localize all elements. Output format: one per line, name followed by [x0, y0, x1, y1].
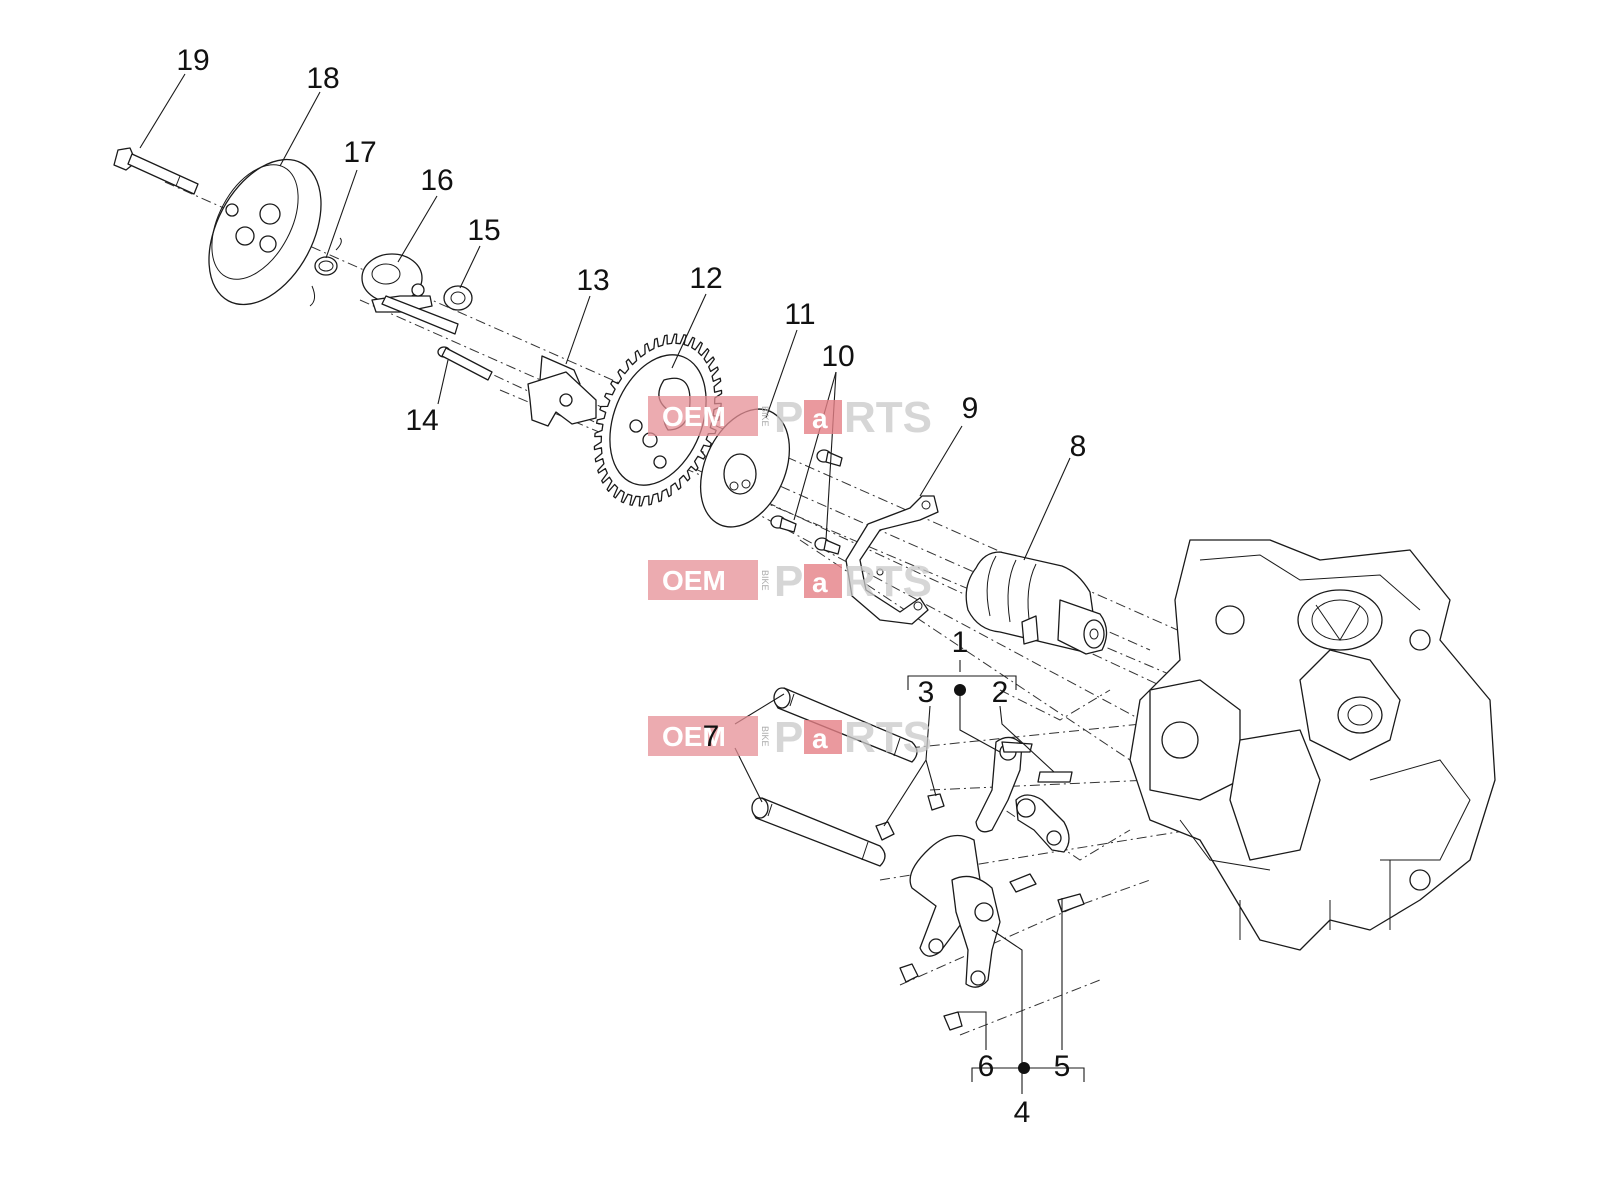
part-15-bushing [443, 285, 473, 311]
callout-1: 1 [952, 626, 969, 659]
part-16-counterweight [361, 253, 459, 335]
callout-12: 12 [689, 262, 722, 295]
callout-16: 16 [420, 164, 453, 197]
part-10-screws [770, 449, 843, 555]
watermark-middle: OEM BIKE P a RTS [648, 557, 932, 606]
svg-text:a: a [812, 567, 828, 598]
part-8-camshaft [965, 551, 1108, 655]
leader-lines [139, 73, 1085, 1094]
callout-14: 14 [405, 404, 438, 437]
part-13-decompressor [527, 355, 597, 427]
svg-text:BIKE: BIKE [760, 406, 770, 427]
callout-15: 15 [467, 214, 500, 247]
part-11-plate [699, 408, 791, 528]
svg-text:OEM: OEM [662, 401, 726, 432]
callout-11: 11 [784, 298, 815, 331]
callout-7: 7 [703, 720, 720, 753]
watermark-top: OEM BIKE P a RTS [648, 393, 932, 442]
svg-text:BIKE: BIKE [760, 726, 770, 747]
part-1-rocker-assembly [875, 736, 1073, 853]
watermark-bottom: OEM BIKE P a RTS [648, 713, 932, 762]
callout-2: 2 [992, 676, 1009, 709]
callout-19: 19 [176, 44, 209, 77]
part-17-spring [309, 237, 342, 307]
svg-text:a: a [812, 403, 828, 434]
svg-text:BIKE: BIKE [760, 570, 770, 591]
part-14-screw [437, 346, 493, 381]
callout-18: 18 [306, 62, 339, 95]
svg-text:P: P [774, 393, 803, 442]
cylinder-head [1129, 539, 1496, 951]
svg-text:P: P [774, 557, 803, 606]
callout-9: 9 [962, 392, 979, 425]
callout-labels: 1 2 3 4 5 6 7 8 9 10 11 12 13 14 15 16 1… [176, 44, 1086, 1129]
assembly-4-bullet [1018, 1062, 1030, 1074]
callout-5: 5 [1054, 1050, 1071, 1083]
callout-13: 13 [576, 264, 609, 297]
part-4-rocker-assembly [899, 834, 1085, 1031]
callout-10: 10 [821, 340, 854, 373]
part-9-bracket [845, 495, 939, 625]
callout-3: 3 [918, 676, 935, 709]
svg-text:a: a [812, 723, 828, 754]
callout-4: 4 [1014, 1096, 1031, 1129]
callout-8: 8 [1070, 430, 1087, 463]
callout-6: 6 [978, 1050, 995, 1083]
svg-text:P: P [774, 713, 803, 762]
svg-text:OEM: OEM [662, 721, 726, 752]
part-19-bolt [113, 147, 199, 195]
svg-text:RTS: RTS [844, 713, 932, 762]
svg-text:RTS: RTS [844, 557, 932, 606]
assembly-1-bullet [954, 684, 966, 696]
part-18-pulley-cover [208, 158, 322, 306]
callout-17: 17 [343, 136, 376, 169]
svg-text:RTS: RTS [844, 393, 932, 442]
svg-text:OEM: OEM [662, 565, 726, 596]
